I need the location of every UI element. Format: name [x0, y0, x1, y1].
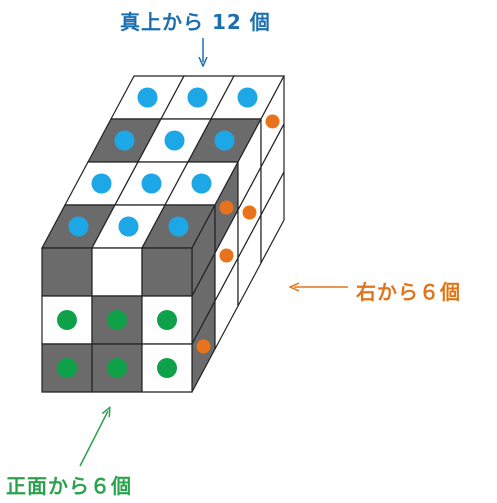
front-face-cell: [141, 247, 193, 297]
top-view-dot: [137, 87, 158, 108]
front-view-arrow: [79, 411, 108, 467]
front-view-dot: [157, 358, 177, 378]
right-view-dot: [242, 205, 257, 220]
front-view-dot: [107, 358, 127, 378]
top-view-dot: [91, 173, 112, 194]
top-view-dot: [187, 87, 208, 108]
right-face-cell: [260, 171, 285, 264]
top-view-dot: [168, 216, 189, 237]
top-view-dot: [237, 87, 258, 108]
front-view-dot: [107, 310, 127, 330]
right-view-dot: [196, 339, 211, 354]
top-view-dot: [114, 130, 135, 151]
right-view-dot: [219, 200, 234, 215]
top-view-dot: [141, 173, 162, 194]
top-view-dot: [118, 216, 139, 237]
top-view-dot: [214, 130, 235, 151]
right-view-dot: [265, 114, 280, 129]
front-view-dot: [57, 310, 77, 330]
front-view-dot: [157, 310, 177, 330]
top-view-dot: [191, 173, 212, 194]
right-view-label: 右から６個: [356, 280, 461, 304]
top-view-dot: [68, 216, 89, 237]
front-face-cell: [41, 247, 93, 297]
top-view-dot: [164, 130, 185, 151]
front-view-dot: [57, 358, 77, 378]
top-view-label: 真上から 12 個: [120, 10, 271, 34]
front-view-label: 正面から６個: [6, 474, 132, 498]
front-face-cell: [91, 247, 143, 297]
right-view-dot: [219, 248, 234, 263]
